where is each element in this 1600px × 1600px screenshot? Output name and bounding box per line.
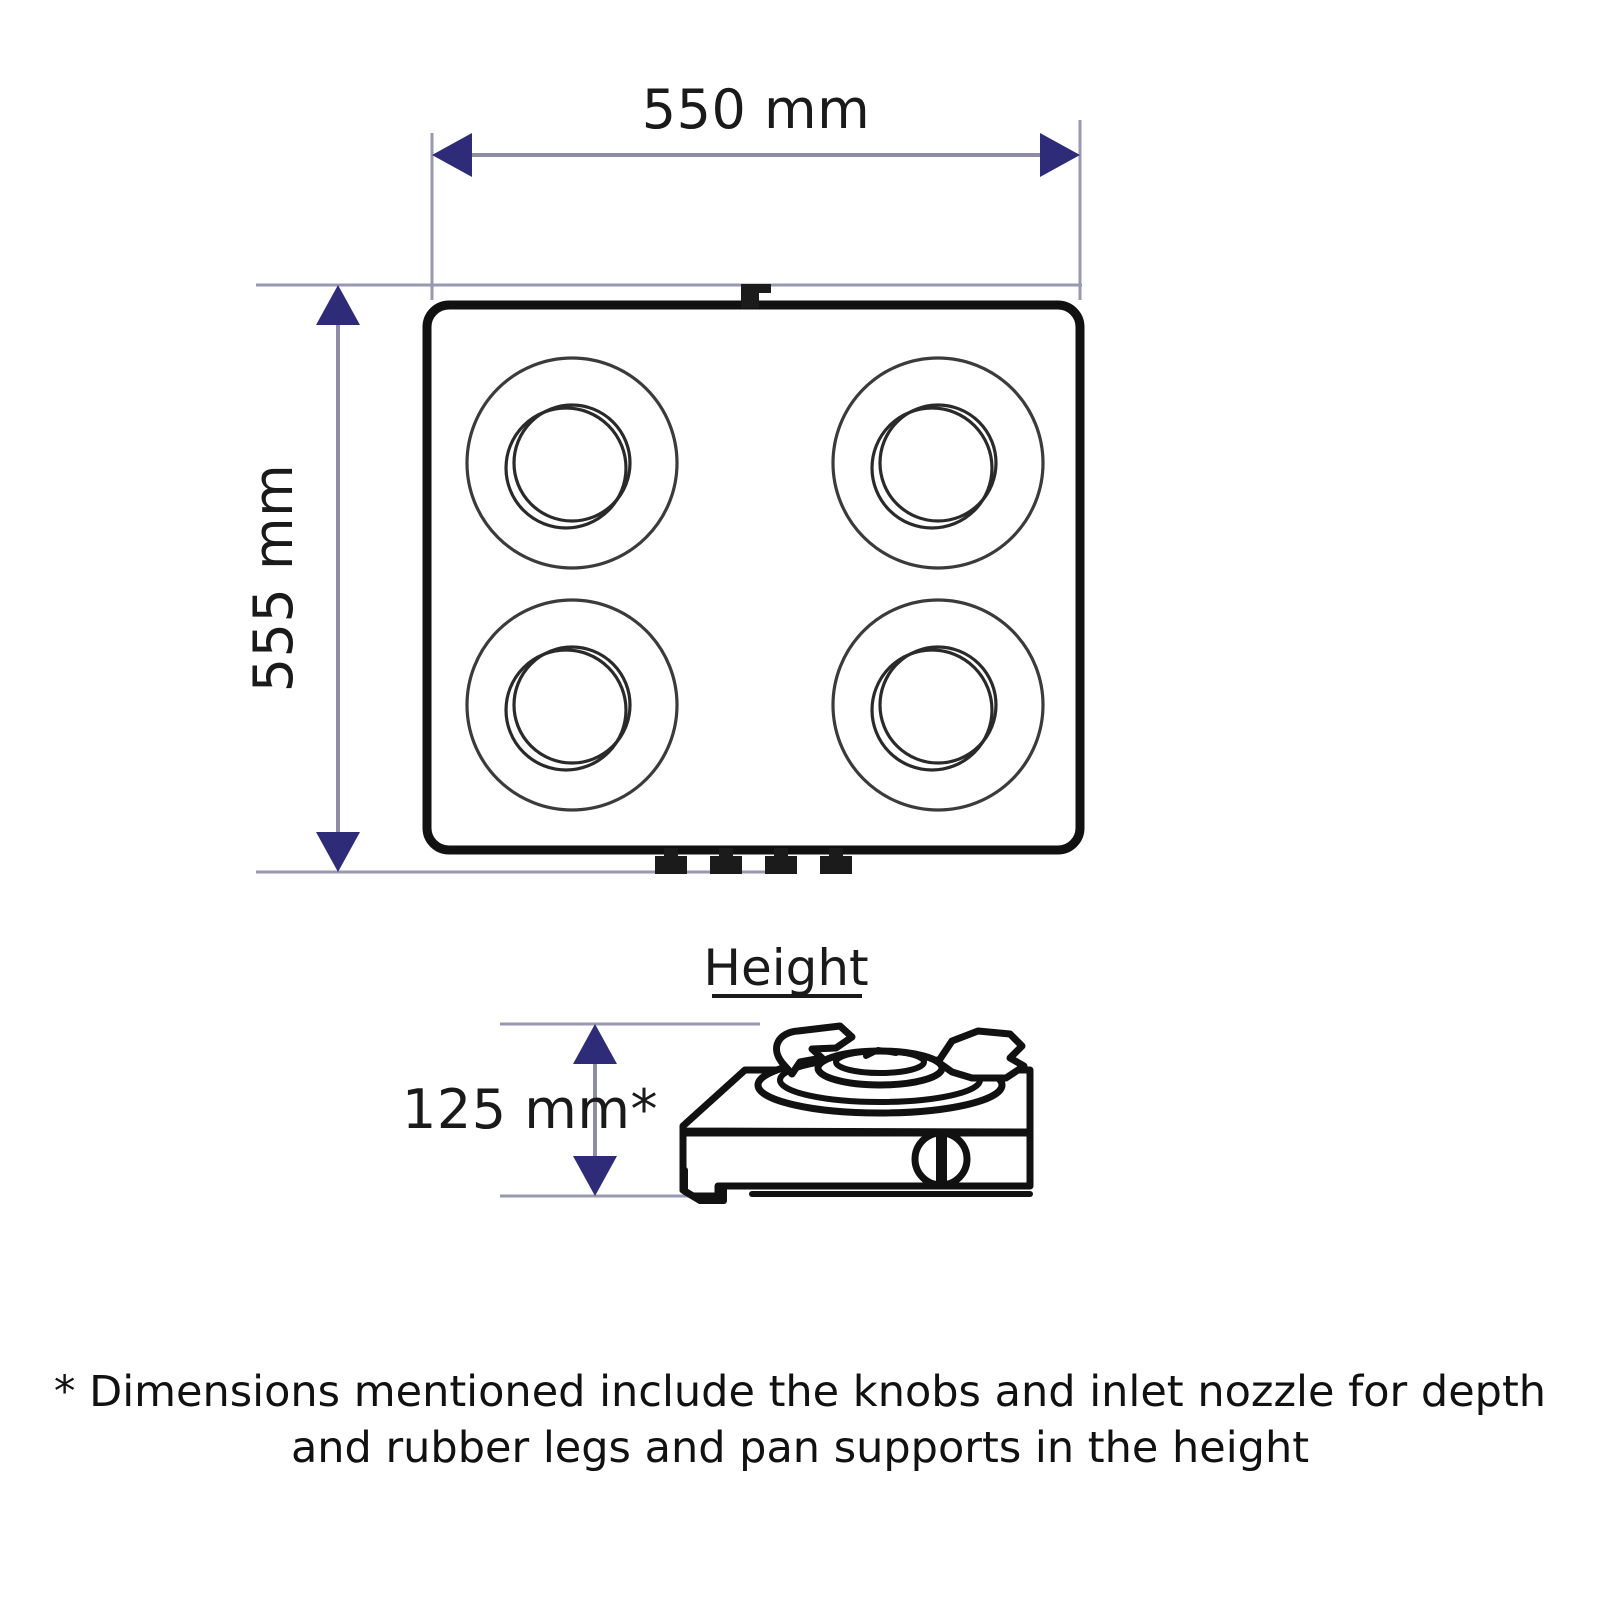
burner-bottom-right: [831, 598, 1045, 812]
burner-top-right: [831, 356, 1045, 570]
height-heading: Height: [703, 939, 868, 997]
inlet-nozzle: [741, 284, 771, 308]
burner-bottom-left: [465, 598, 679, 812]
width-dimension-label: 550 mm: [642, 78, 870, 141]
knob-stub: [655, 848, 687, 874]
height-heading-group: Height: [703, 939, 869, 998]
height-dimension-arrow: [573, 1024, 617, 1196]
knob-stub: [765, 848, 797, 874]
depth-dimension-arrow: [316, 285, 360, 872]
depth-dimension-label: 555 mm: [242, 464, 305, 692]
hob-side-view: [679, 1022, 1034, 1204]
hob-top-outline: [422, 300, 1085, 855]
burner-top-left: [465, 356, 679, 570]
knob-stub: [820, 848, 852, 874]
footnote-line-2: and rubber legs and pan supports in the …: [291, 1423, 1309, 1473]
width-extension-lines: [430, 120, 1082, 300]
depth-extension-lines: [256, 283, 1082, 874]
height-extension-lines: [500, 1022, 760, 1198]
knob-stubs: [655, 848, 852, 874]
height-dimension-label: 125 mm*: [402, 1078, 658, 1141]
width-dimension-arrow: [432, 133, 1080, 177]
footnote-line-1: * Dimensions mentioned include the knobs…: [54, 1367, 1546, 1417]
knob-stub: [710, 848, 742, 874]
control-knob[interactable]: [911, 1129, 971, 1189]
